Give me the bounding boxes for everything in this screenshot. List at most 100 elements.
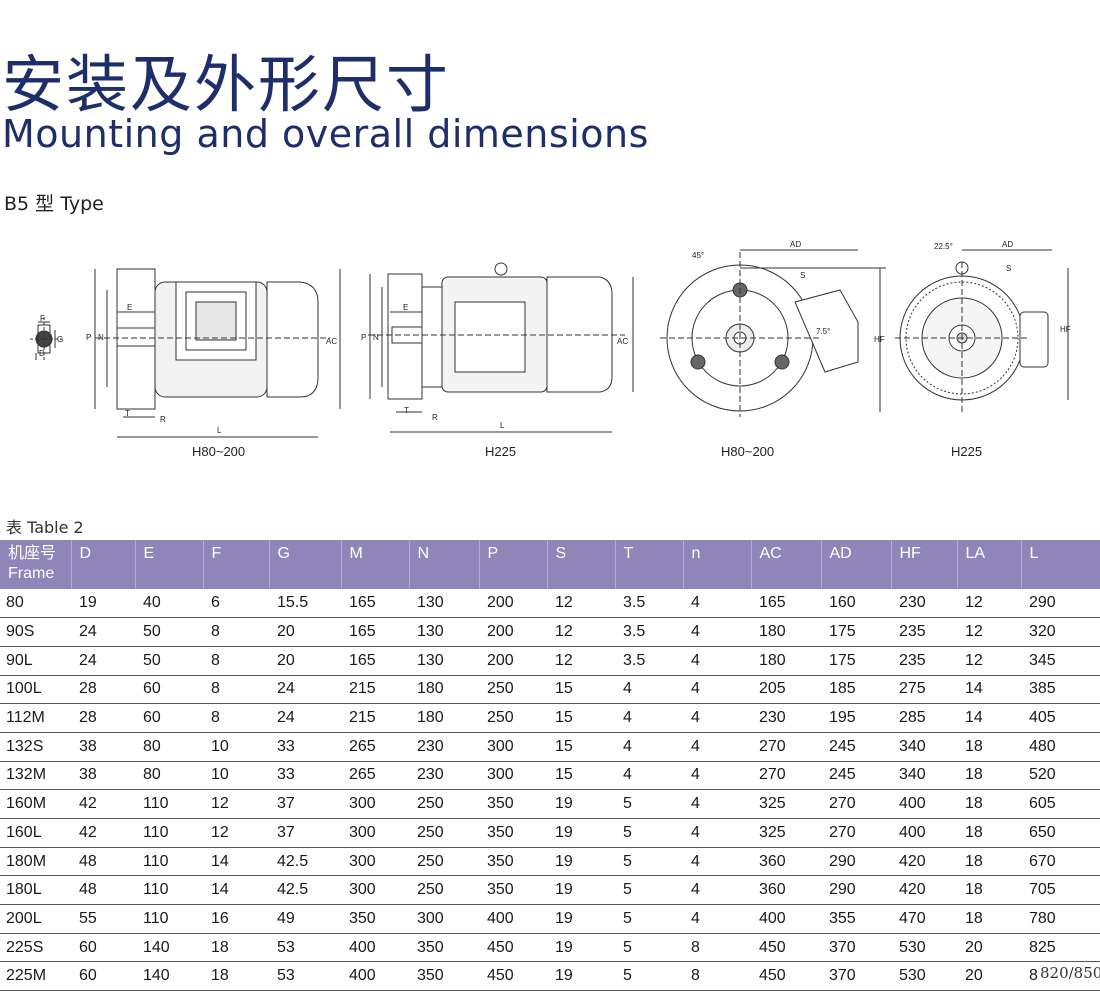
- table-cell: 24: [269, 703, 341, 733]
- table-cell: 8: [203, 675, 269, 705]
- table-cell: 53: [269, 933, 341, 963]
- table-cell: 60: [135, 675, 203, 705]
- table-cell: 250: [409, 789, 479, 819]
- table-cell: 110: [135, 847, 203, 877]
- dim-label-l: L: [217, 426, 222, 435]
- table-cell: 400: [891, 818, 957, 848]
- table-cell: 250: [479, 675, 547, 705]
- column-header: P: [479, 540, 548, 589]
- table-cell: 165: [751, 589, 821, 619]
- table-cell: 60: [71, 961, 135, 992]
- dim-label-22-5deg: 22.5°: [934, 242, 953, 251]
- table-cell: 12: [957, 617, 1021, 647]
- dim-label-n2: N: [373, 333, 379, 342]
- shaft-section-drawing: [30, 317, 62, 362]
- table-cell: 42: [71, 818, 135, 848]
- table-cell: 300: [341, 847, 409, 877]
- table-cell: 825: [1021, 933, 1100, 963]
- table-cell: 12: [203, 818, 269, 848]
- table-cell: 175: [821, 617, 891, 647]
- table-cell: 6: [203, 589, 269, 619]
- table-cell: 165: [341, 646, 409, 676]
- table-cell: 14: [203, 847, 269, 877]
- table-cell: 24: [71, 646, 135, 676]
- table-cell: 5: [615, 875, 683, 906]
- table-cell: 400: [341, 933, 409, 963]
- frame-cell: 132S: [0, 732, 71, 762]
- dim-label-ad2: AD: [1002, 240, 1013, 249]
- frame-cell: 180L: [0, 875, 71, 906]
- dimension-drawings: F G D E P N AC T R L E P N AC T R L 45° …: [30, 240, 1071, 438]
- table-cell: 10: [203, 761, 269, 791]
- front-view-h225: [895, 249, 1069, 412]
- frame-cell: 132M: [0, 761, 71, 791]
- table-cell: 8: [203, 703, 269, 733]
- table-cell: 300: [341, 875, 409, 906]
- table-cell: 53: [269, 961, 341, 992]
- table-cell: 270: [821, 789, 891, 819]
- table-cell: 14: [203, 875, 269, 906]
- table-cell: 245: [821, 761, 891, 791]
- table-cell: 19: [547, 847, 615, 877]
- table-cell: 18: [957, 847, 1021, 877]
- table-cell: 450: [751, 933, 821, 963]
- table-cell: 450: [751, 961, 821, 992]
- table-cell: 110: [135, 875, 203, 906]
- table-cell: 60: [135, 703, 203, 733]
- table-cell: 12: [203, 789, 269, 819]
- table-cell: 4: [683, 818, 751, 848]
- table-cell: 4: [683, 761, 751, 791]
- table-cell: 4: [683, 904, 751, 934]
- table-cell: 370: [821, 961, 891, 992]
- table-cell: 3.5: [615, 646, 683, 676]
- table-cell: 270: [821, 818, 891, 848]
- table-cell: 19: [547, 875, 615, 906]
- dim-label-ac2: AC: [617, 337, 628, 346]
- table-cell: 19: [547, 904, 615, 934]
- dim-label-d: D: [39, 349, 45, 358]
- table-cell: 55: [71, 904, 135, 934]
- table-cell: 470: [891, 904, 957, 934]
- table-cell: 530: [891, 933, 957, 963]
- table-cell: 340: [891, 732, 957, 762]
- table-cell: 165: [341, 617, 409, 647]
- frame-cell: 225S: [0, 933, 71, 963]
- table-cell: 4: [683, 789, 751, 819]
- table-cell: 195: [821, 703, 891, 733]
- table-cell: 19: [547, 961, 615, 992]
- table-cell: 8: [683, 961, 751, 992]
- table-cell: 12: [547, 646, 615, 676]
- table-cell: 5: [615, 961, 683, 992]
- table-cell: 350: [479, 789, 547, 819]
- table-cell: 130: [409, 589, 479, 619]
- column-header: T: [615, 540, 684, 589]
- column-header: LA: [957, 540, 1022, 589]
- table-cell: 5: [615, 847, 683, 877]
- table-cell: 12: [957, 589, 1021, 619]
- table-cell: 20: [269, 617, 341, 647]
- table-cell: 50: [135, 617, 203, 647]
- column-header: L: [1029, 545, 1039, 562]
- frame-cell: 112M: [0, 703, 71, 733]
- table-cell: 180: [409, 703, 479, 733]
- table-cell: 290: [821, 847, 891, 877]
- table-cell: 5: [615, 933, 683, 963]
- table-cell: 450: [479, 961, 547, 992]
- page-title-cn: 安装及外形尺寸: [2, 48, 451, 121]
- dim-label-g: G: [57, 335, 63, 344]
- table-cell: 3.5: [615, 617, 683, 647]
- column-header: AC: [751, 540, 822, 589]
- dim-label-hf2: HF: [1060, 325, 1071, 334]
- frame-cell: 225M: [0, 961, 71, 992]
- table-cell: 215: [341, 675, 409, 705]
- table-cell: 670: [1021, 847, 1100, 877]
- table-cell: 28: [71, 703, 135, 733]
- table-cell: 265: [341, 761, 409, 791]
- table-cell: 4: [683, 732, 751, 762]
- table-cell: 4: [683, 875, 751, 906]
